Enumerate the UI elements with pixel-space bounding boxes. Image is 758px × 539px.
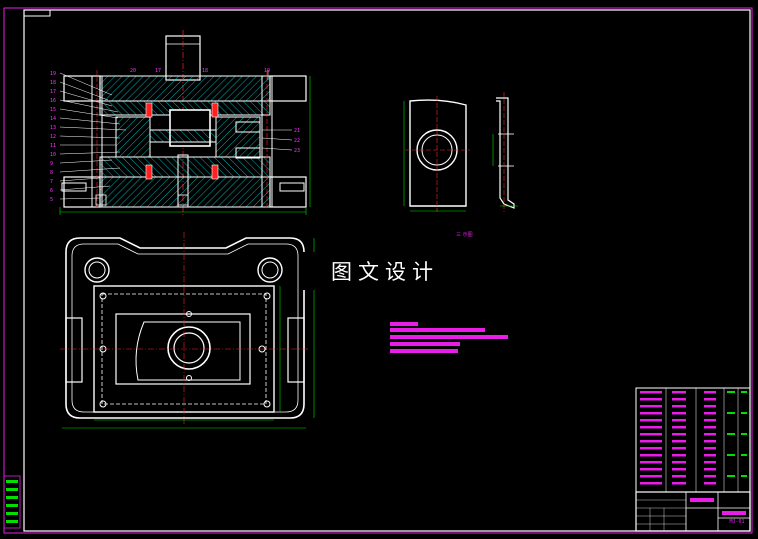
part-number: 15 xyxy=(50,107,56,113)
part-number: 18 xyxy=(202,68,208,74)
part-number: 18 xyxy=(50,80,56,86)
drawing-number: MJ-01 xyxy=(729,519,745,525)
watermark-text: 图文设计 xyxy=(300,252,470,290)
part-number: 19 xyxy=(50,71,56,77)
part-side-view xyxy=(492,92,518,212)
part-number: 11 xyxy=(50,143,56,149)
part-number: 5 xyxy=(50,197,53,203)
plan-view xyxy=(60,232,315,429)
corner-mark xyxy=(24,10,51,17)
parts-list xyxy=(635,387,751,493)
view-label: 三 示图 xyxy=(456,232,473,238)
part-number: 9 xyxy=(50,161,53,167)
part-front-view xyxy=(403,96,470,212)
revision-table xyxy=(3,475,21,529)
technical-notes xyxy=(390,322,508,353)
part-number: 12 xyxy=(50,134,56,140)
part-number: 19 xyxy=(264,68,270,74)
title-block xyxy=(635,491,751,532)
part-number: 7 xyxy=(50,179,53,185)
part-number: 13 xyxy=(50,125,56,131)
part-number: 14 xyxy=(50,116,56,122)
part-number: 20 xyxy=(130,68,136,74)
part-callouts xyxy=(59,70,293,200)
part-number: 8 xyxy=(50,170,53,176)
part-number: 17 xyxy=(50,89,56,95)
part-number: 21 xyxy=(294,128,300,134)
part-number: 16 xyxy=(50,98,56,104)
part-number: 22 xyxy=(294,138,300,144)
outer-border xyxy=(3,7,753,534)
inner-border xyxy=(23,9,751,532)
section-view xyxy=(59,30,311,215)
part-number: 6 xyxy=(50,188,53,194)
part-number: 10 xyxy=(50,152,56,158)
part-number: 17 xyxy=(155,68,161,74)
part-number: 23 xyxy=(294,148,300,154)
